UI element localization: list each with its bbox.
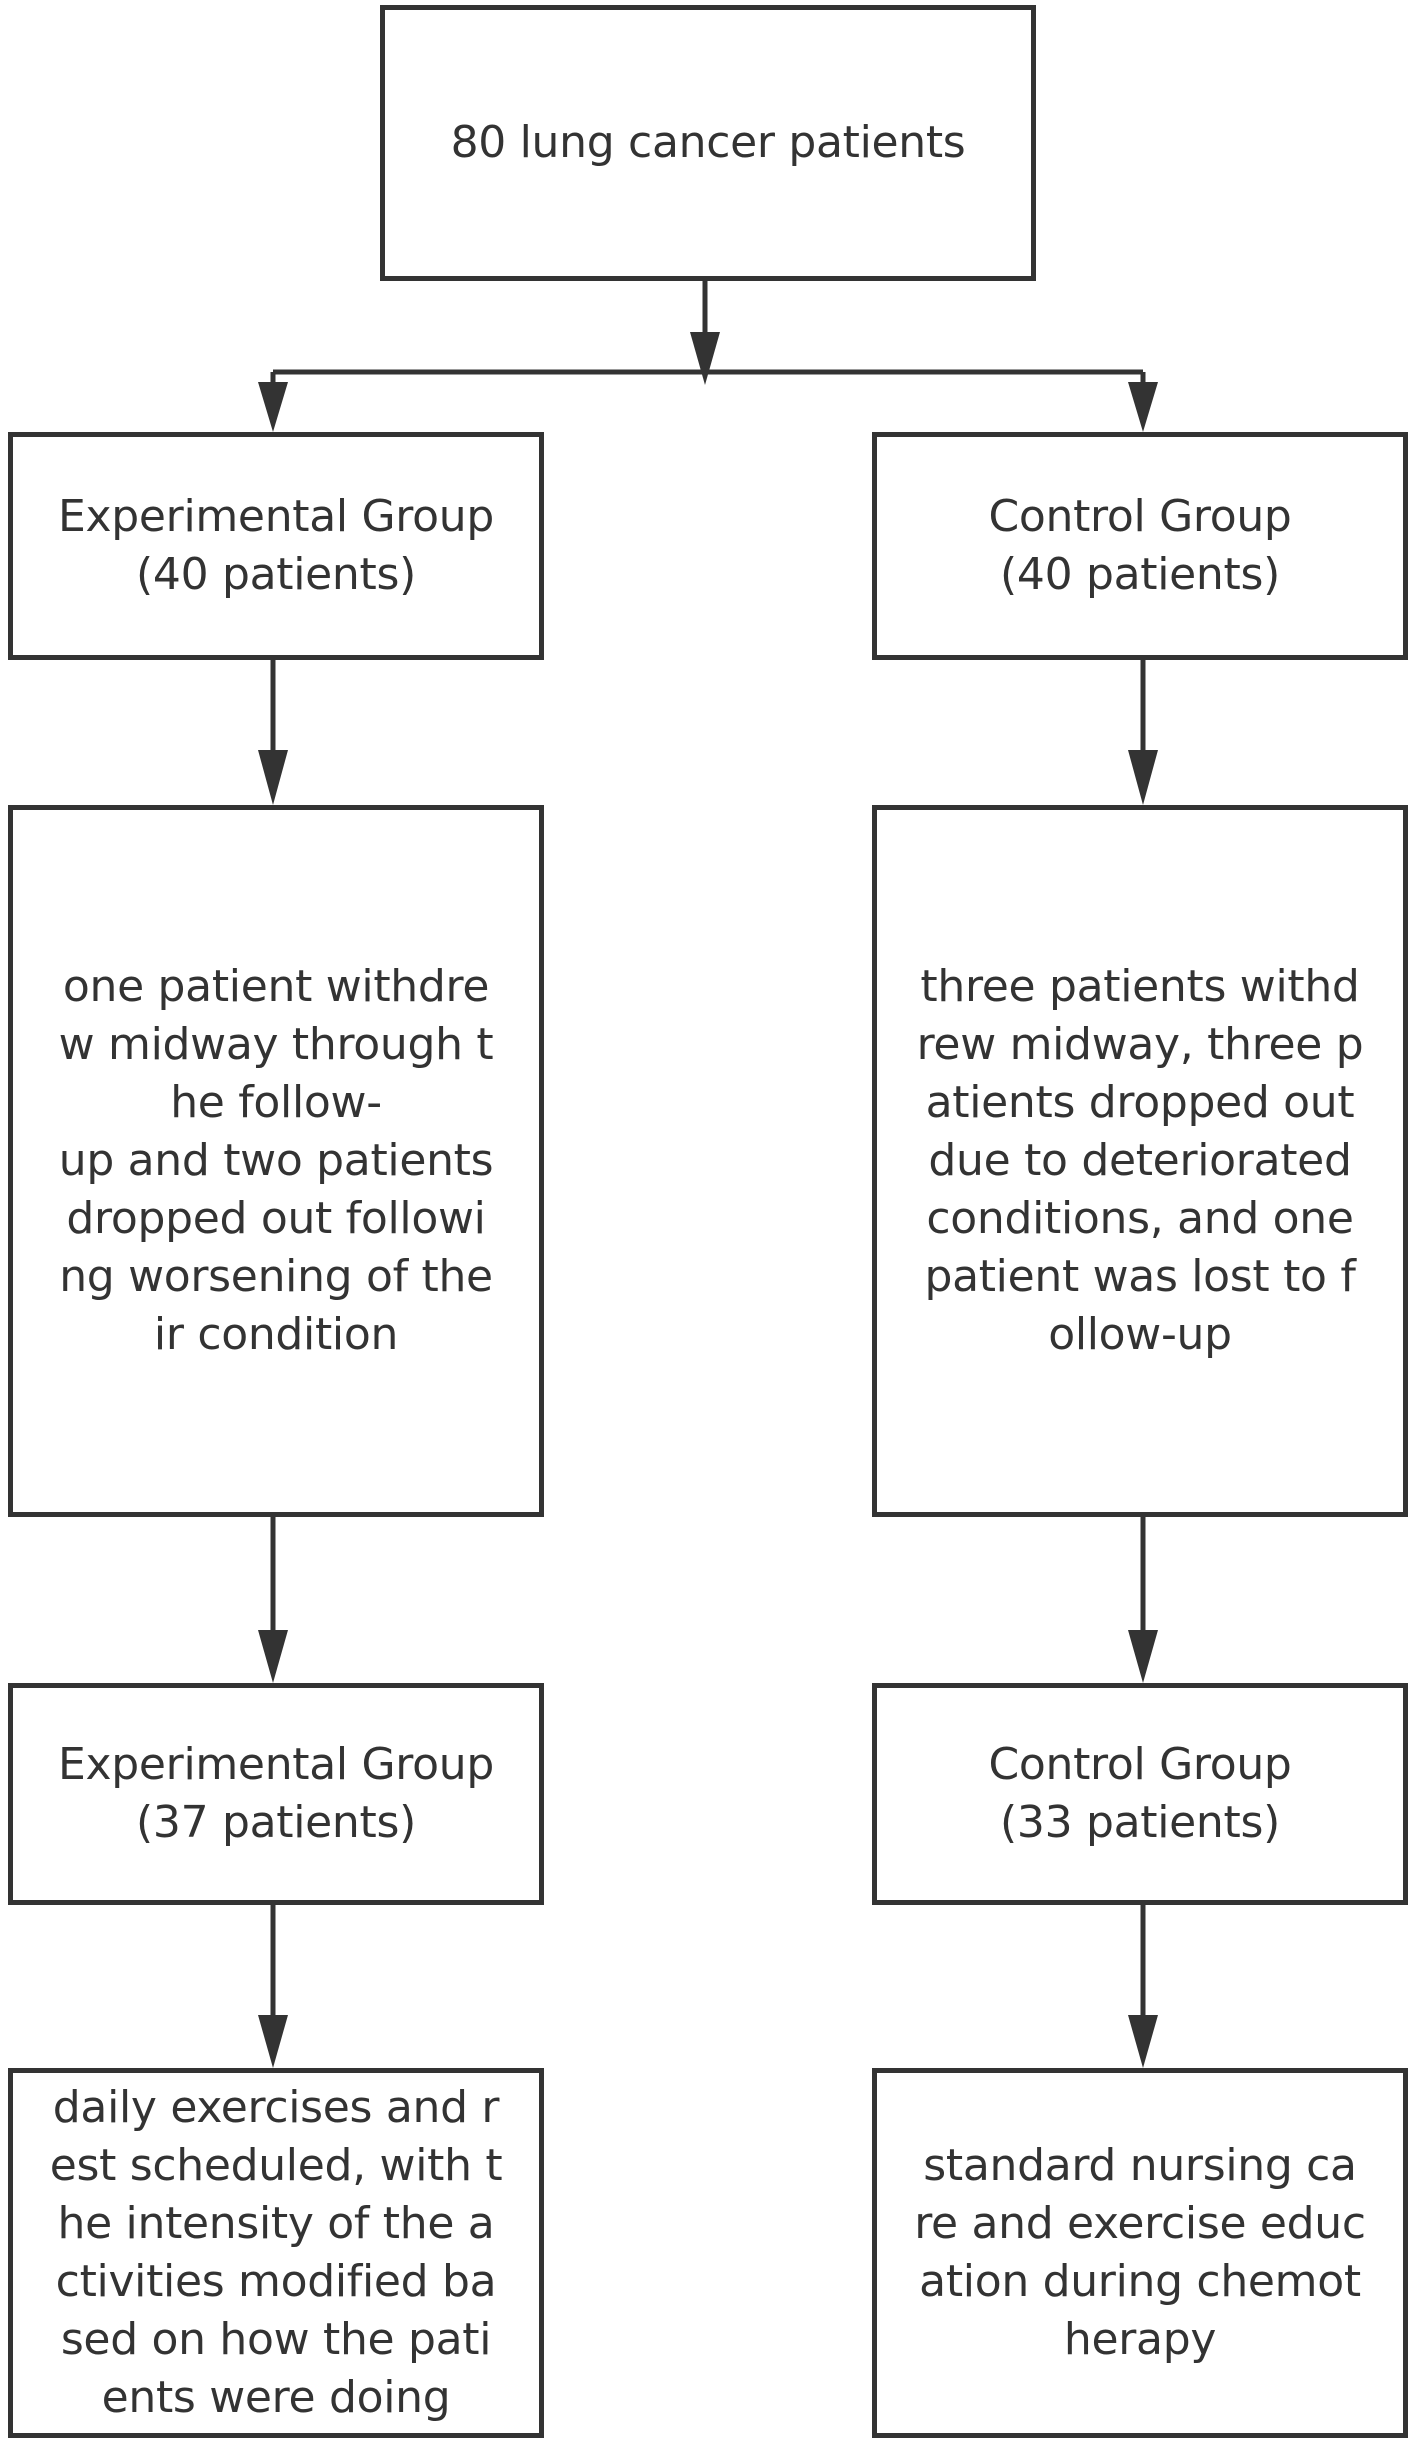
control-group-final-title: Control Group — [988, 1739, 1292, 1790]
control-group-intervention-text: standard nursing ca re and exercise educ… — [914, 2140, 1366, 2365]
experimental-group-initial-node: Experimental Group (40 patients) — [8, 432, 544, 660]
control-group-dropout-text: three patients withd rew midway, three p… — [916, 961, 1364, 1360]
ctrl-intervention-arrowhead — [1128, 2015, 1158, 2068]
experimental-group-dropout-node: one patient withdre w midway through t h… — [8, 805, 544, 1517]
ctrl-dropout-arrowhead — [1128, 750, 1158, 805]
exp-intervention-arrowhead — [258, 2015, 288, 2068]
control-group-intervention-node: standard nursing ca re and exercise educ… — [872, 2068, 1408, 2438]
control-group-final-node: Control Group (33 patients) — [872, 1683, 1408, 1905]
experimental-group-intervention-text: daily exercises and r est scheduled, wit… — [49, 2082, 503, 2423]
experimental-group-final-title: Experimental Group — [58, 1739, 494, 1790]
control-group-final-count: (33 patients) — [1000, 1797, 1280, 1848]
root-arrowhead — [690, 332, 720, 385]
exp-initial-arrowhead — [258, 382, 288, 432]
control-group-initial-count: (40 patients) — [1000, 549, 1280, 600]
control-group-dropout-node: three patients withd rew midway, three p… — [872, 805, 1408, 1517]
experimental-group-dropout-text: one patient withdre w midway through t h… — [58, 961, 494, 1360]
experimental-group-initial-title: Experimental Group — [58, 491, 494, 542]
control-group-initial-node: Control Group (40 patients) — [872, 432, 1408, 660]
control-group-initial-title: Control Group — [988, 491, 1292, 542]
exp-final-arrowhead — [258, 1630, 288, 1683]
experimental-group-initial-count: (40 patients) — [136, 549, 416, 600]
experimental-group-final-node: Experimental Group (37 patients) — [8, 1683, 544, 1905]
ctrl-initial-arrowhead — [1128, 382, 1158, 432]
exp-dropout-arrowhead — [258, 750, 288, 805]
experimental-group-intervention-node: daily exercises and r est scheduled, wit… — [8, 2068, 544, 2438]
experimental-group-final-count: (37 patients) — [136, 1797, 416, 1848]
root-node: 80 lung cancer patients — [380, 5, 1036, 281]
root-node-text: 80 lung cancer patients — [450, 117, 966, 168]
ctrl-final-arrowhead — [1128, 1630, 1158, 1683]
